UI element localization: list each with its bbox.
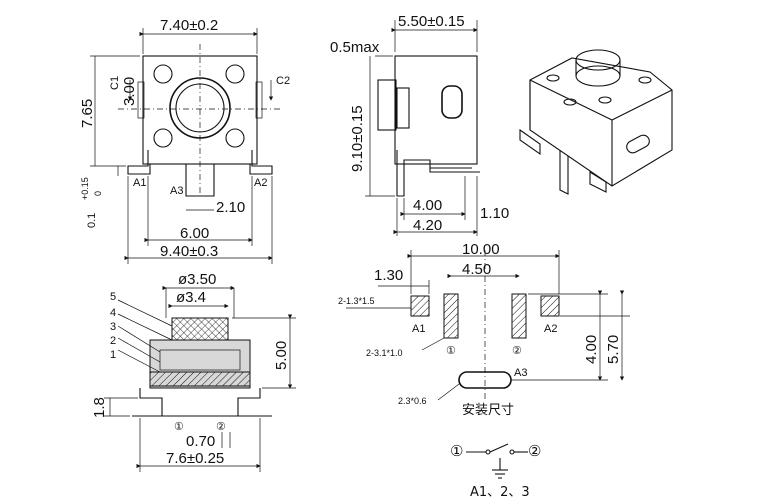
dim-210: 2.10: [216, 199, 245, 216]
tol-sub: 0: [93, 191, 103, 196]
dim-400-side: 4.00: [413, 197, 442, 214]
sch-p2: ②: [528, 443, 541, 460]
isometric-view: [519, 49, 673, 195]
dim-05max: 0.5max: [330, 39, 380, 56]
fp-dim-570: 5.70: [605, 335, 622, 364]
fp-a3: A3: [514, 367, 527, 379]
dim-300: 3.00: [121, 77, 138, 106]
dim-500: 5.00: [273, 341, 290, 370]
part-5: 5: [110, 291, 116, 303]
dim-070: 0.70: [186, 433, 215, 450]
section-pin1: ①: [174, 421, 184, 433]
dim-940: 9.40±0.3: [160, 243, 218, 260]
dim-910: 9.10±0.15: [349, 105, 366, 172]
top-view: 7.40±0.2 7.65 C1 3.00 C2 0.1 +0.15 0 A1 …: [79, 17, 290, 264]
fp-a1: A1: [412, 323, 425, 335]
footprint-view: 10.00 1.30 4.50 2-1.3*1.5 A1 A2 ① ② 2-3.…: [338, 241, 630, 418]
dim-110: 1.10: [480, 205, 509, 222]
label-a3: A3: [170, 185, 183, 197]
dim-width-740: 7.40±0.2: [160, 17, 218, 34]
side-view: 5.50±0.15 0.5max 9.10±0.15 4.00 4.20 1.1…: [330, 13, 509, 236]
gnd-label: A1、2、3: [470, 485, 530, 500]
fp-dim-1000: 10.00: [462, 241, 500, 258]
schematic: ① ② A1、2、3: [450, 443, 541, 500]
part-3: 3: [110, 321, 116, 333]
fp-dim-400: 4.00: [583, 335, 600, 364]
fp-p2: ②: [512, 345, 522, 357]
section-view: 5 4 3 2 1 ø3.50 ø3.4 5.00 1.8 ① ② 0.70 7…: [91, 271, 296, 472]
sch-p1: ①: [450, 443, 463, 460]
dim-550: 5.50±0.15: [398, 13, 465, 30]
fp-dim-130: 1.30: [374, 267, 403, 284]
pad-a-label: 2-1.3*1.5: [338, 296, 375, 306]
dim-18: 1.8: [91, 397, 108, 418]
label-a1: A1: [133, 177, 146, 189]
dim-420: 4.20: [413, 217, 442, 234]
dim-600: 6.00: [180, 225, 209, 242]
fp-caption: 安装尺寸: [462, 403, 514, 418]
pad-c-label: 2.3*0.6: [398, 396, 427, 406]
part-4: 4: [110, 307, 116, 319]
part-1: 1: [110, 349, 116, 361]
pad-b-label: 2-3.1*1.0: [366, 348, 403, 358]
dim-76: 7.6±0.25: [166, 450, 224, 467]
c1-label: C1: [109, 76, 121, 90]
c2-label: C2: [276, 75, 290, 87]
part-2: 2: [110, 335, 116, 347]
tol-label: 0.1: [86, 213, 98, 228]
fp-dim-450: 4.50: [462, 261, 491, 278]
label-a2: A2: [254, 177, 267, 189]
fp-a2: A2: [544, 323, 557, 335]
dim-d350: ø3.50: [178, 271, 216, 288]
fp-p1: ①: [446, 345, 456, 357]
dim-height-765: 7.65: [79, 99, 96, 128]
section-pin2: ②: [216, 421, 226, 433]
tol-sup: +0.15: [80, 177, 90, 200]
dim-d34: ø3.4: [176, 289, 206, 306]
